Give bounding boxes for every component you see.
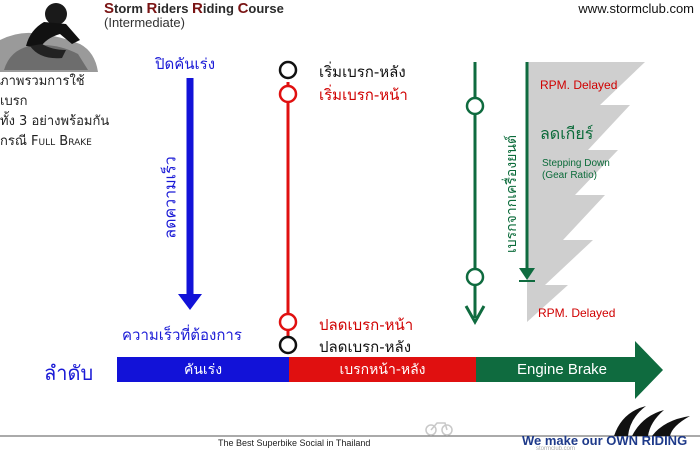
footer-small-site: stormclub.com bbox=[536, 446, 576, 452]
engine-brake-start-marker bbox=[465, 96, 485, 116]
downshift-arrow-head bbox=[519, 268, 535, 280]
sequence-throttle-segment bbox=[117, 357, 289, 382]
release-front-brake-label: ปลดเบรก-หน้า bbox=[319, 316, 414, 334]
rider-logo-icon bbox=[0, 3, 98, 72]
course-title: Storm Riders Riding Course bbox=[104, 0, 284, 17]
start-rear-brake-label: เริ่มเบรก-หลัง bbox=[319, 63, 406, 81]
overview-text: ภาพรวมการใช้เบรก ทั้ง 3 อย่างพร้อมกัน กร… bbox=[0, 72, 110, 152]
rpm-delayed-bottom-label: RPM. Delayed bbox=[538, 306, 616, 320]
footer-tagline: The Best Superbike Social in Thailand bbox=[218, 438, 371, 448]
sequence-label: ลำดับ bbox=[44, 361, 94, 385]
release-rear-brake-label: ปลดเบรก-หลัง bbox=[319, 338, 412, 356]
release-rear-marker bbox=[278, 335, 298, 355]
throttle-close-label: ปิดคันเร่ง bbox=[155, 55, 216, 73]
sequence-brake-segment bbox=[289, 357, 476, 382]
rpm-delayed-top-label: RPM. Delayed bbox=[540, 78, 618, 92]
overview-line-3: กรณี Full Brake bbox=[0, 134, 92, 149]
slogan: We make our OWN RIDING bbox=[522, 433, 688, 448]
throttle-arrow-head bbox=[178, 294, 202, 310]
downshift-label: ลดเกียร์ bbox=[540, 124, 594, 143]
start-rear-marker bbox=[278, 60, 298, 80]
sequence-engine-brake-text: Engine Brake bbox=[516, 361, 608, 378]
course-level: (Intermediate) bbox=[104, 15, 185, 30]
engine-brake-head bbox=[464, 305, 486, 326]
speed-reduction-label: ลดความเร็ว bbox=[160, 156, 180, 239]
start-front-marker bbox=[278, 84, 298, 104]
stepping-down-label: Stepping Down (Gear Ratio) bbox=[542, 158, 610, 181]
website-link[interactable]: www.stormclub.com bbox=[578, 1, 694, 16]
storm-swoosh-icon bbox=[614, 406, 690, 436]
sequence-engine-brake-segment bbox=[476, 341, 663, 399]
overview-line-2: ทั้ง 3 อย่างพร้อมกัน bbox=[0, 114, 110, 129]
release-front-marker bbox=[278, 312, 298, 332]
motorcycle-icon bbox=[425, 422, 453, 436]
sequence-brake-text: เบรกหน้า-หลัง bbox=[339, 361, 426, 378]
overview-line-1: ภาพรวมการใช้เบรก bbox=[0, 74, 85, 109]
engine-braking-label: เบรกจากเครื่องยนต์ bbox=[504, 135, 520, 253]
target-speed-label: ความเร็วที่ต้องการ bbox=[122, 326, 242, 344]
start-front-brake-label: เริ่มเบรก-หน้า bbox=[319, 86, 408, 104]
sequence-throttle-text: คันเร่ง bbox=[183, 361, 223, 378]
gear-ratio-steps bbox=[527, 62, 645, 322]
engine-brake-end-marker bbox=[465, 267, 485, 287]
